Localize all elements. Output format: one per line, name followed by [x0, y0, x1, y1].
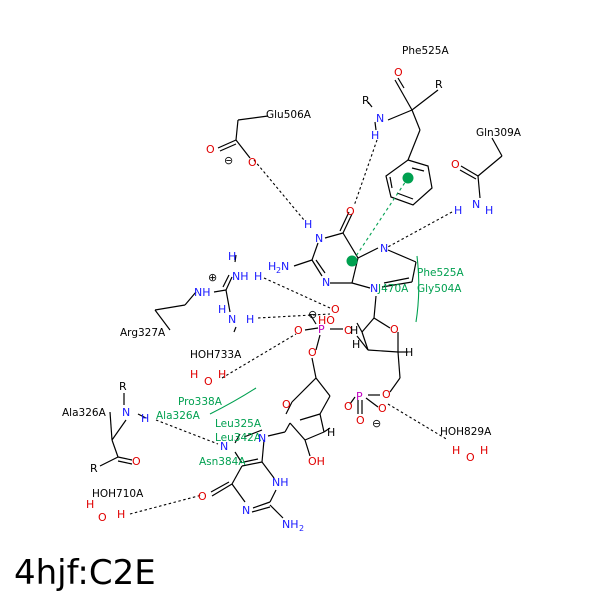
label-hydro-leu342a: Leu342A — [215, 432, 262, 444]
atom-o-glu-1: O — [206, 143, 215, 156]
atom-o-hoh829: O — [466, 451, 475, 464]
atom-r-phe-n: R — [362, 94, 370, 107]
atom-o-ribose1-link: O — [382, 388, 391, 401]
label-hoh733a: HOH733A — [190, 349, 242, 361]
atom-o-purine2: O — [198, 490, 207, 503]
atom-r-phe: R — [435, 78, 443, 91]
atom-o-p2-left: O — [344, 400, 353, 413]
atom-h-arg-1b: H — [254, 270, 262, 283]
label-hydro-asn384a: Asn384A — [199, 456, 246, 468]
atom-o-purine1: O — [346, 205, 355, 218]
atom-h-ala: H — [141, 412, 149, 425]
atom-o-gln: O — [451, 158, 460, 171]
atom-r-ala-top: R — [119, 380, 127, 393]
label-hoh829a: HOH829A — [440, 426, 492, 438]
atom-ho-ribose1: HO — [318, 314, 335, 327]
atom-n3-purine2: N — [242, 504, 250, 517]
atom-o-p2-right: O — [378, 402, 387, 415]
atom-h-hoh829-2: H — [480, 444, 488, 457]
atom-h-ribose2: H — [327, 426, 335, 439]
label-arg327a: Arg327A — [120, 327, 166, 339]
atom-o-p2-bottom: O — [356, 414, 365, 427]
atom-o-hoh710: O — [98, 511, 107, 524]
atom-n-arg-3: N — [228, 313, 236, 326]
charge-minus-p1: ⊖ — [308, 308, 317, 321]
pi-center-purine — [346, 255, 358, 267]
atom-h-hoh710-2: H — [117, 508, 125, 521]
atom-o-glu-2: O — [248, 156, 257, 169]
atom-h-phe: H — [371, 129, 379, 142]
label-hydro-gly504a: Gly504A — [417, 283, 462, 295]
label-hoh710a: HOH710A — [92, 488, 144, 500]
atom-h-hoh829-1: H — [452, 444, 460, 457]
atom-o-ribose1: O — [390, 323, 399, 336]
atom-h-arg-3: H — [246, 313, 254, 326]
label-hydro-j470a: J470A — [377, 283, 409, 295]
atom-p1: P — [318, 323, 325, 336]
labels: Phe525A Glu506A Gln309A Arg327A HOH733A … — [14, 45, 522, 593]
atom-nh2-purine1-n: N — [281, 260, 289, 273]
atom-h-ribose1-c: H — [405, 346, 413, 359]
atom-n-gln: N — [472, 198, 480, 211]
label-ala326a: Ala326A — [62, 407, 107, 419]
atom-o-hoh733: O — [204, 375, 213, 388]
label-phe525a: Phe525A — [402, 45, 449, 57]
atom-nh-arg-2: NH — [194, 286, 211, 299]
atom-h-hoh733-2: H — [218, 368, 226, 381]
atom-h-arg-3b: H — [218, 303, 226, 316]
hydrophobic-arcs — [209, 255, 420, 415]
atom-r-ala-bottom: R — [90, 462, 98, 475]
atom-h-gln-2: H — [485, 204, 493, 217]
atom-o-p1-bottom: O — [308, 346, 317, 359]
pi-stacking — [346, 172, 414, 267]
atom-h-ribose1-a: H — [350, 324, 358, 337]
charge-minus-glu: ⊖ — [224, 154, 233, 167]
label-hydro-leu325a: Leu325A — [215, 418, 262, 430]
label-hydro-ala326a: Ala326A — [156, 410, 201, 422]
atom-n1-purine1: N — [315, 232, 323, 245]
atom-nh2-purine1-h: H — [268, 260, 276, 273]
atom-nh2-purine1-sub: 2 — [276, 266, 281, 275]
atom-o-ribose2: O — [282, 398, 291, 411]
hydrogen-bonds — [129, 139, 453, 515]
atom-nh-purine2: NH — [272, 476, 289, 489]
label-hydro-phe525a: Phe525A — [417, 267, 464, 279]
atom-n7-purine2: N — [220, 440, 228, 453]
atom-n-phe: N — [376, 112, 384, 125]
atom-nh-arg-1: NH — [232, 270, 249, 283]
charge-minus-p2: ⊖ — [372, 417, 381, 430]
label-gln309a: Gln309A — [476, 127, 522, 139]
atom-o-phe: O — [394, 66, 403, 79]
atom-h-purine1: H — [304, 218, 312, 231]
atom-nh2-purine2-sub: 2 — [299, 524, 304, 533]
atom-n9-purine1: N — [370, 282, 378, 295]
diagram-title: 4hjf:C2E — [14, 553, 156, 593]
atom-o-p1-top: O — [331, 303, 340, 316]
atom-n-ala: N — [122, 406, 130, 419]
atom-p2: P — [356, 390, 363, 403]
label-hydro-pro338a: Pro338A — [178, 396, 223, 408]
atom-n3-purine1: N — [322, 276, 330, 289]
charge-plus-arg: ⊕ — [208, 271, 217, 284]
atom-nh2-purine2-n: NH — [282, 518, 299, 531]
atom-o-p1-left: O — [294, 324, 303, 337]
atom-h-arg-1: H — [228, 250, 236, 263]
atom-h-hoh733-1: H — [190, 368, 198, 381]
bond-skeleton — [99, 77, 503, 519]
atom-n9-purine2: N — [258, 432, 266, 445]
pi-center-phe — [402, 172, 414, 184]
atom-h-ribose1-b: H — [352, 338, 360, 351]
atom-o-ala: O — [132, 455, 141, 468]
atom-h-hoh710-1: H — [86, 498, 94, 511]
atom-oh-ribose2: OH — [308, 455, 325, 468]
atom-h-gln: H — [454, 204, 462, 217]
label-glu506a: Glu506A — [266, 109, 312, 121]
atom-o-p1-right: O — [344, 324, 353, 337]
atom-n7-purine1: N — [380, 242, 388, 255]
